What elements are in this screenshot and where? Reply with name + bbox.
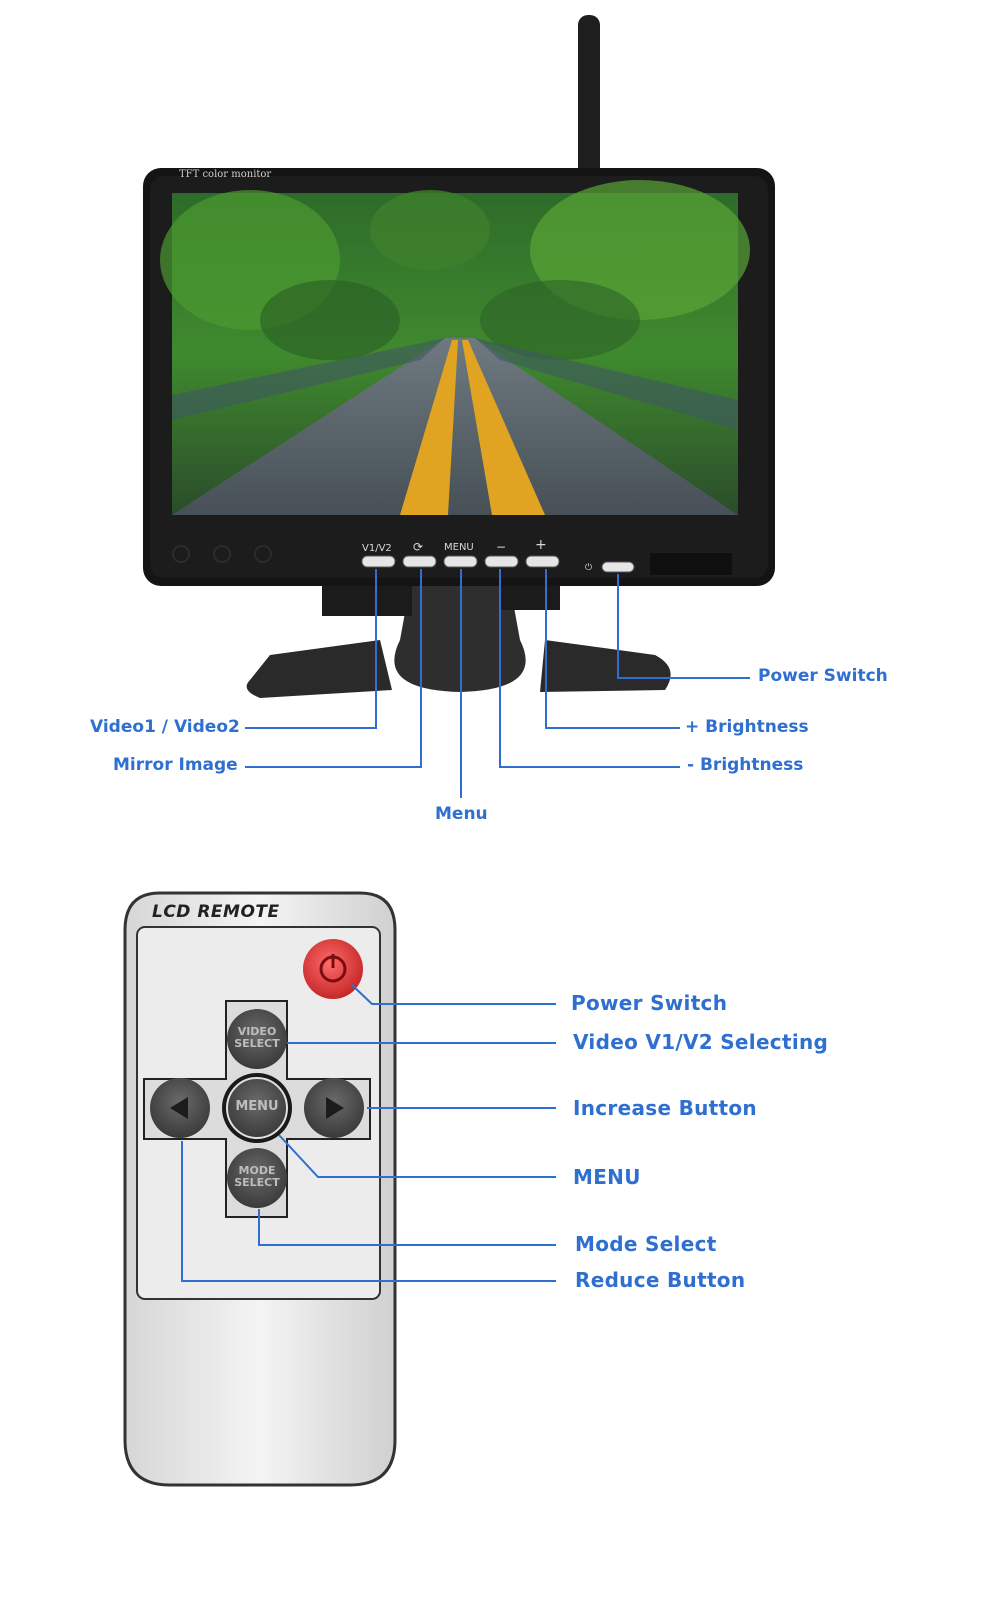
callout-remote-reduce: Reduce Button — [575, 1268, 746, 1292]
callout-remote-menu: MENU — [573, 1165, 641, 1189]
bezel-dot — [254, 545, 272, 563]
line-remote-reduce — [181, 1141, 556, 1282]
ir-window — [650, 553, 732, 575]
v1v2-button-label: V1/V2 — [362, 543, 392, 554]
stand-foot-left — [246, 640, 392, 698]
minus-icon: − — [496, 540, 507, 554]
remote-video-select-key[interactable] — [227, 1009, 287, 1069]
callout-remote-increase: Increase Button — [573, 1096, 757, 1120]
remote-menu-label: MENU — [235, 1099, 279, 1114]
callout-mirror-image: Mirror Image — [113, 755, 238, 775]
monitor-brand-text: TFT color monitor — [179, 169, 272, 180]
mode-select-label-line2: SELECT — [234, 1176, 280, 1189]
remote — [123, 891, 397, 1487]
remote-callout-lines — [181, 984, 556, 1282]
mirror-button[interactable] — [402, 555, 437, 568]
bezel-dot — [172, 545, 190, 563]
stand-foot-right — [540, 640, 671, 692]
callout-power-switch: Power Switch — [758, 666, 888, 686]
monitor-callout-lines — [245, 569, 750, 798]
line-minus-brightness — [499, 569, 680, 768]
left-arrow-icon — [170, 1097, 188, 1119]
mode-select-label: MODE SELECT — [232, 1165, 282, 1189]
callout-video1-video2: Video1 / Video2 — [90, 717, 240, 737]
remote-power-key[interactable] — [303, 939, 363, 999]
right-arrow-icon — [326, 1097, 344, 1119]
monitor — [143, 15, 775, 698]
minus-button[interactable] — [484, 555, 519, 568]
remote-title: LCD REMOTE — [152, 902, 280, 922]
video-select-label: VIDEO SELECT — [232, 1026, 282, 1050]
line-mirror — [245, 569, 422, 768]
line-plus-brightness — [545, 569, 680, 729]
video-select-label-line1: VIDEO — [237, 1025, 277, 1038]
video-select-label-line2: SELECT — [234, 1037, 280, 1050]
callout-minus-brightness: - Brightness — [687, 755, 804, 775]
power-button[interactable] — [601, 561, 635, 573]
mode-select-label-line1: MODE — [238, 1164, 276, 1177]
menu-button[interactable] — [443, 555, 478, 568]
line-remote-power — [351, 984, 556, 1005]
line-remote-menu — [278, 1134, 556, 1178]
plus-icon: + — [535, 537, 547, 553]
line-power-switch — [617, 574, 750, 679]
power-icon: ⏻ — [585, 563, 593, 573]
plus-button[interactable] — [525, 555, 560, 568]
mirror-icon: ⟳ — [413, 540, 424, 554]
bezel-dot — [213, 545, 231, 563]
callout-remote-mode-select: Mode Select — [575, 1232, 717, 1256]
callout-plus-brightness: + Brightness — [685, 717, 809, 737]
remote-menu-key[interactable] — [226, 1077, 288, 1139]
antenna — [578, 15, 600, 180]
monitor-screen — [160, 180, 750, 515]
callout-remote-video-selecting: Video V1/V2 Selecting — [573, 1030, 829, 1054]
line-video — [245, 569, 377, 729]
callout-menu: Menu — [435, 804, 488, 824]
line-remote-mode — [258, 1209, 556, 1246]
v1v2-button[interactable] — [361, 555, 396, 568]
remote-mode-select-key[interactable] — [227, 1148, 287, 1208]
callout-remote-power-switch: Power Switch — [571, 991, 728, 1015]
menu-button-label: MENU — [444, 542, 474, 553]
